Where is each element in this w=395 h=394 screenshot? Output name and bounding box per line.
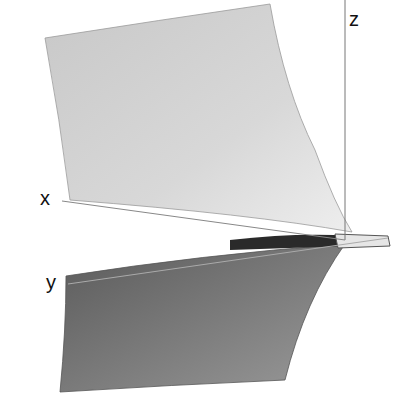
surface-throat	[230, 235, 352, 250]
z-axis	[345, 0, 346, 240]
origin-box	[335, 234, 390, 248]
y-axis	[68, 238, 388, 284]
axis-label: x	[38, 188, 52, 208]
lower-surface	[60, 244, 345, 392]
x-axis	[62, 201, 345, 240]
upper-surface	[45, 4, 352, 232]
axis-label: z	[347, 9, 361, 29]
axis-label: y	[44, 272, 58, 292]
